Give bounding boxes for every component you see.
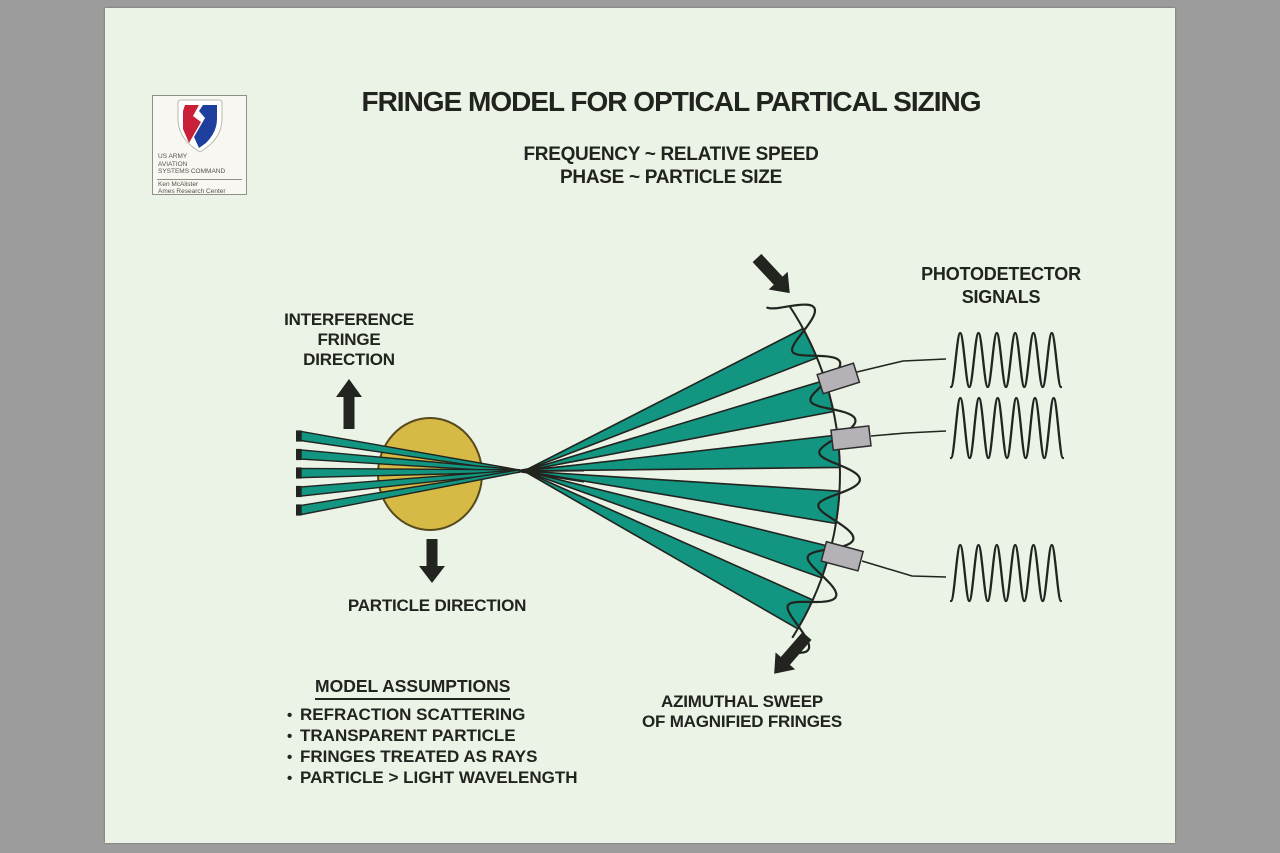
bullet-icon: • bbox=[287, 728, 293, 745]
logo-org-line: US ARMY bbox=[158, 153, 188, 160]
signal-waveform bbox=[949, 543, 1063, 603]
army-shield-icon bbox=[177, 99, 222, 153]
sweep-arrow-top-icon bbox=[752, 253, 790, 294]
particle-direction-down-arrow-icon bbox=[419, 539, 445, 583]
photodetector-signals-label: PHOTODETECTOR SIGNALS bbox=[921, 264, 1081, 307]
bullet-icon: • bbox=[287, 707, 293, 724]
detector-lead-line bbox=[856, 358, 947, 373]
fringe-stripe-cap bbox=[296, 485, 302, 498]
interference-fringe-direction-label: INTERFERENCE FRINGE DIRECTION bbox=[284, 310, 414, 369]
signal-waveform bbox=[949, 331, 1063, 389]
azimuthal-sweep-label: AZIMUTHAL SWEEP OF MAGNIFIED FRINGES bbox=[641, 692, 843, 731]
signal-waveform bbox=[949, 396, 1065, 460]
logo-org-line: AVIATION bbox=[158, 160, 188, 168]
bullet-icon: • bbox=[287, 770, 293, 787]
model-assumptions-list: • REFRACTION SCATTERING • TRANSPARENT PA… bbox=[287, 705, 578, 789]
photodetector bbox=[830, 425, 872, 451]
detector-lead-line bbox=[870, 430, 947, 437]
photodetector bbox=[816, 362, 861, 395]
intensity-wave bbox=[766, 303, 861, 654]
subtitle-line-1: FREQUENCY ~ RELATIVE SPEED bbox=[523, 144, 819, 165]
detector-lead-line bbox=[861, 560, 947, 578]
detector-arc bbox=[788, 305, 841, 639]
logo-divider bbox=[157, 179, 242, 180]
logo-author: Ken McAlister bbox=[158, 181, 199, 188]
assumption-item: • FRINGES TREATED AS RAYS bbox=[287, 747, 538, 766]
fringe-stripe-cap bbox=[296, 467, 302, 479]
sweep-arrow-bottom-icon bbox=[774, 632, 812, 674]
assumption-item: • PARTICLE > LIGHT WAVELENGTH bbox=[287, 768, 578, 787]
logo-org-line: SYSTEMS COMMAND bbox=[158, 168, 226, 175]
fringe-stripe-cap bbox=[296, 448, 302, 461]
bullet-icon: • bbox=[287, 749, 293, 766]
fringe-stripe-cap bbox=[296, 430, 302, 442]
model-assumptions-heading: MODEL ASSUMPTIONS bbox=[315, 676, 511, 700]
assumption-item: • TRANSPARENT PARTICLE bbox=[287, 726, 516, 745]
subtitle-line-2: PHASE ~ PARTICLE SIZE bbox=[560, 167, 782, 188]
fringe-stripe-cap bbox=[296, 504, 302, 516]
fringe-direction-up-arrow-icon bbox=[336, 379, 362, 429]
page-title: FRINGE MODEL FOR OPTICAL PARTICAL SIZING bbox=[361, 86, 981, 117]
logo-center: Ames Research Center bbox=[158, 188, 226, 195]
logo-box: US ARMY AVIATION SYSTEMS COMMAND Ken McA… bbox=[152, 95, 247, 195]
assumption-item: • REFRACTION SCATTERING bbox=[287, 705, 526, 724]
photodetector bbox=[820, 540, 865, 572]
particle-direction-label: PARTICLE DIRECTION bbox=[347, 596, 527, 615]
